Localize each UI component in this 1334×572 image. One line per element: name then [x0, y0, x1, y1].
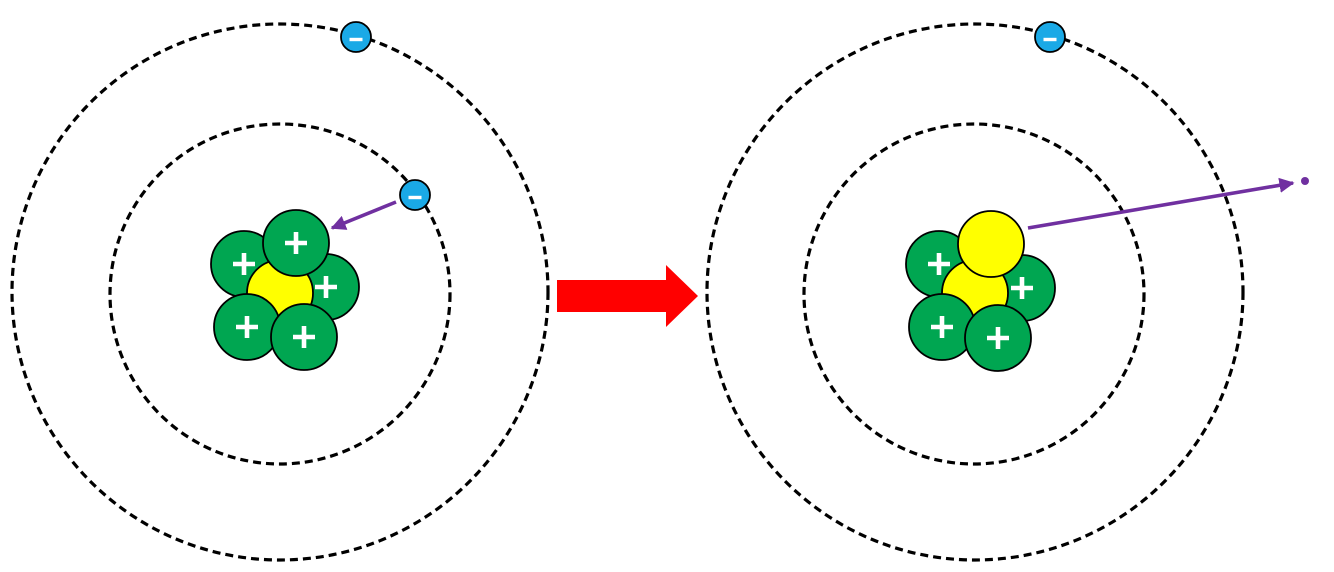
plus-icon: [236, 316, 258, 338]
plus-icon: [931, 316, 953, 338]
capture-path-arrow: [330, 200, 397, 230]
inner-orbit-after: [802, 122, 1146, 466]
electron-outer-before: [340, 21, 372, 53]
electron-outer-after: [1034, 21, 1066, 53]
nucleus-before: [210, 209, 360, 371]
atom-after: [705, 21, 1309, 562]
inner-orbit-before: [108, 122, 452, 466]
electron-captured: [399, 179, 431, 211]
plus-icon: [315, 276, 337, 298]
electron-body: [1034, 21, 1066, 53]
proton-before-4: [262, 209, 330, 277]
plus-icon: [928, 253, 950, 275]
plus-icon: [1011, 277, 1033, 299]
proton-after-3: [908, 293, 976, 361]
neutron-body: [957, 210, 1025, 278]
proton-before-5: [270, 303, 338, 371]
plus-icon: [987, 327, 1009, 349]
electron-body: [399, 179, 431, 211]
nucleus-after: [905, 210, 1056, 372]
electron-body: [340, 21, 372, 53]
atom-before: [10, 21, 550, 562]
neutron-after-2: [957, 210, 1025, 278]
outer-orbit-before: [10, 22, 550, 562]
proton-before-3: [213, 293, 281, 361]
plus-icon: [293, 326, 315, 348]
plus-icon: [285, 232, 307, 254]
outer-orbit-after: [705, 22, 1245, 562]
transition-arrow-icon: [557, 265, 698, 327]
emitted-particle-dot: [1301, 177, 1309, 185]
plus-icon: [233, 253, 255, 275]
proton-after-4: [964, 304, 1032, 372]
emission-path-arrow: [1027, 177, 1295, 230]
